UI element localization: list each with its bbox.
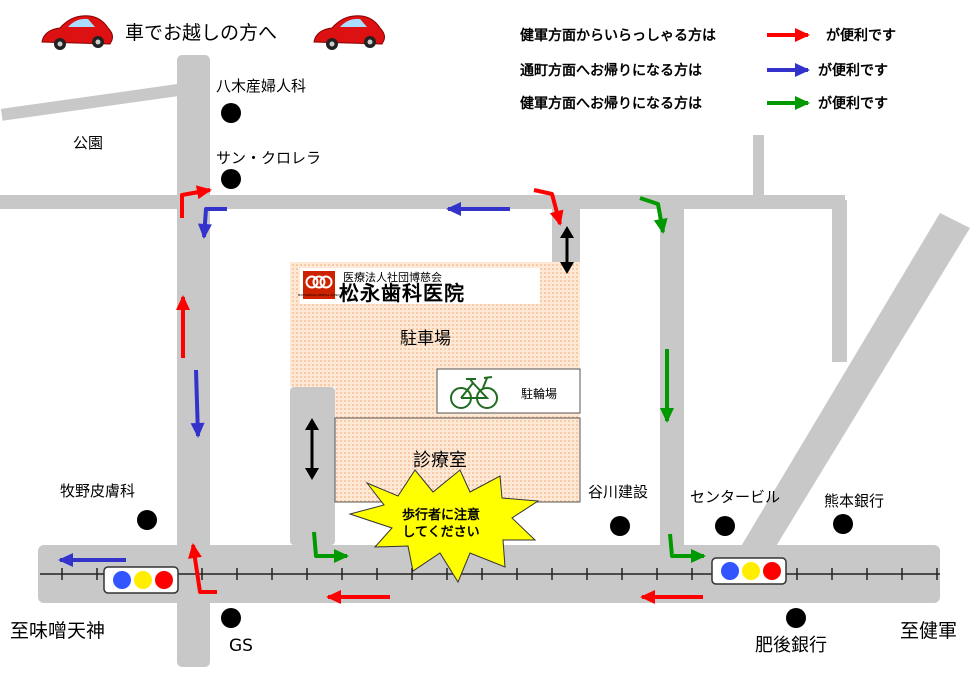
clinic-lot: MATSUNAGA DENTAL CLINIC 医療法人社団博慈会 松永歯科医院… [290,262,581,503]
direction-east: 至健軍 [900,620,957,642]
clinic-name: 松永歯科医院 [339,281,465,305]
legend-item-2-text: 通町方面へお帰りになる方は [520,62,702,79]
bicycle-icon [450,376,498,409]
landmark-dot-tanigawa [610,516,630,536]
landmark-sanclo: サン・クロレラ [216,149,321,167]
legend-arrow-red [767,28,810,42]
route-arrow-blue [446,202,510,216]
two-way-arrow [560,226,574,274]
legend-arrow-green [767,96,810,110]
traffic-light-east [711,557,787,585]
route-arrow-blue [190,369,205,438]
landmark-dots [137,103,853,628]
route-arrow-green [639,196,668,234]
clinic-logo-ring [312,275,326,289]
traffic-light-west [103,566,179,594]
route-arrow-blue [58,553,126,567]
landmark-makino: 牧野皮膚科 [60,482,135,500]
landmark-dot-makino [137,510,157,530]
route-arrow-blue [197,207,227,239]
legend-item-2-suffix: が便利です [818,62,888,79]
route-arrow-red [533,188,564,226]
route-arrow-red [176,295,190,358]
caution-burst: 歩行者に注意 してください [348,469,540,584]
parking-label: 駐車場 [400,329,451,349]
two-way-arrow [305,418,319,480]
landmark-park: 公園 [73,134,103,152]
road-west-north-south [177,55,210,667]
road-diagonal [740,213,970,548]
landmark-dot-higo-bank [786,608,806,628]
landmark-dot-gs [221,608,241,628]
route-arrow-red [187,543,217,594]
caution-line-1: 歩行者に注意 [402,507,480,523]
road-small-north-stub [753,135,764,200]
landmark-center: センタービル [690,488,780,506]
legend-item-3-text: 健軍方面へお帰りになる方は [520,95,702,112]
route-arrow-red [326,590,390,604]
direction-west: 至味噌天神 [10,620,105,642]
clinic-logo-sub: MATSUNAGA DENTAL CLINIC [298,293,341,297]
road-right-north-south [660,204,684,549]
route-arrow-red [180,185,212,218]
landmark-higo-bank: 肥後銀行 [755,635,827,656]
landmark-yagi: 八木産婦人科 [216,77,306,95]
legend-arrow-blue [767,63,810,77]
car-icon [41,15,113,50]
bicycle-parking-box [436,368,581,414]
landmark-gs: GS [229,636,253,656]
landmark-tanigawa: 谷川建設 [588,483,648,501]
clinic-logo-ring [319,275,333,289]
route-arrow-green [312,531,349,563]
route-arrow-red [640,590,703,604]
route-arrow-green [668,533,706,563]
road-far-right-stub [832,200,847,362]
road-top-left-wedge [0,84,179,121]
legend-item-1-text: 健軍方面からいらっしゃる方は [520,27,716,44]
landmark-kumamoto-bank: 熊本銀行 [824,492,884,510]
landmark-dot-kumamoto-bank [833,514,853,534]
car-icon [313,15,385,50]
legend-arrows [767,28,810,110]
landmark-dot-center [715,516,735,536]
road-upper-east-west [0,195,845,209]
page-title: 車でお越しの方へ [125,22,277,44]
route-arrows [58,185,706,604]
exam-room-label: 診療室 [413,450,467,471]
route-arrow-green [660,349,674,423]
legend-item-3-suffix: が便利です [818,95,888,112]
landmark-dot-yagi [221,103,241,123]
clinic-sign [300,268,540,304]
caution-starburst-shape [348,469,540,584]
bicycle-label: 駐輪場 [521,386,557,401]
landmark-dot-sanclo [221,169,241,189]
clinic-logo-ring [305,275,319,289]
legend-item-1-suffix: が便利です [826,27,896,44]
caution-line-2: してください [402,525,479,540]
clinic-org: 医療法人社団博慈会 [343,270,442,284]
legend: 健軍方面からいらっしゃる方は が便利です 通町方面へお帰りになる方は が便利です… [520,27,896,112]
